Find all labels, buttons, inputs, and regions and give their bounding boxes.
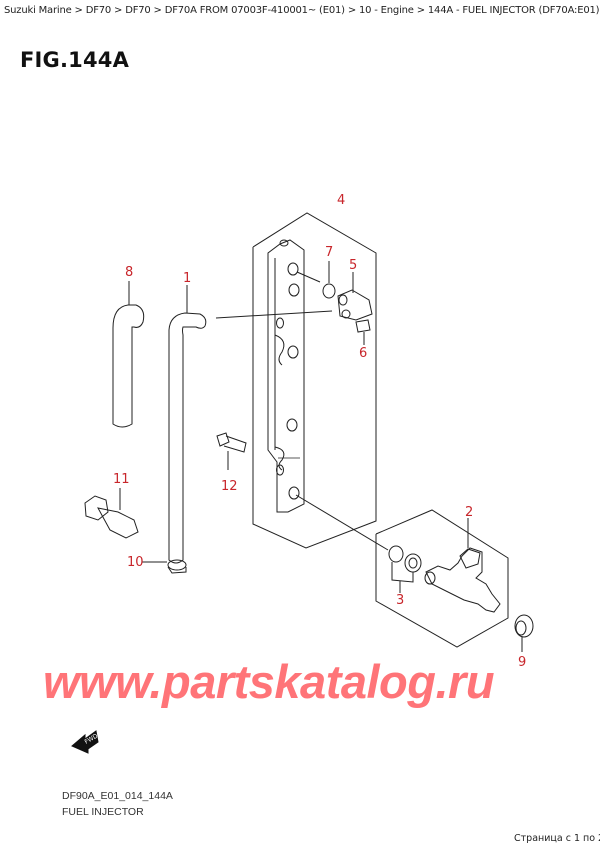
watermark: www.partskatalog.ru [43,655,495,708]
callout-7[interactable]: 7 [325,245,334,260]
fuel-delivery-pipe-group [252,212,389,551]
figure-code: DF90A_E01_014_144A [62,790,173,802]
callout-6[interactable]: 6 [359,346,368,361]
hose-clamp-11 [84,488,139,539]
figure-title: FIG.144A [20,48,130,72]
callout-10[interactable]: 10 [127,555,144,570]
seal-9 [514,614,534,652]
callout-5[interactable]: 5 [349,258,358,273]
hose-8 [112,304,145,428]
fwd-arrow-icon: FWD [71,730,99,754]
hose-1 [168,312,207,564]
callout-4[interactable]: 4 [337,193,346,208]
callout-8[interactable]: 8 [125,265,134,280]
injector-group [375,509,509,648]
page-indicator: Страница с 1 по 2 [514,833,600,844]
callout-12[interactable]: 12 [221,479,238,494]
figure-caption: FUEL INJECTOR [62,806,144,818]
callout-1[interactable]: 1 [183,271,192,286]
o-ring-7 [322,283,336,299]
bolt-12 [216,432,247,470]
callout-3[interactable]: 3 [396,593,405,608]
breadcrumb[interactable]: Suzuki Marine > DF70 > DF70 > DF70A FROM… [4,5,600,16]
bolt-6 [355,319,371,345]
clip-10 [142,559,187,574]
pipe-fitting-5 [337,272,373,321]
callout-11[interactable]: 11 [113,472,130,487]
callout-2[interactable]: 2 [465,505,474,520]
callout-9[interactable]: 9 [518,655,527,670]
